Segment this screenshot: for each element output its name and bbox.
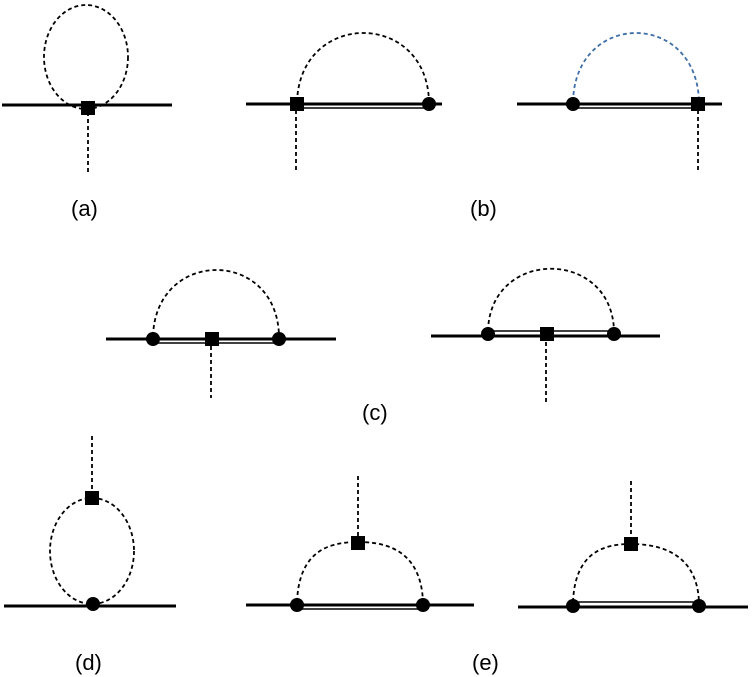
diagram-c-right-arc: [487, 268, 615, 332]
diagram-d-dot-vertex: [86, 597, 100, 611]
diagram-c-left-arc: [152, 269, 280, 337]
diagram-c-left-dot-vertex-1: [146, 332, 160, 346]
diagram-e-left-dot-vertex-1: [290, 598, 304, 612]
diagram-b-left-dot-vertex: [422, 97, 436, 111]
diagram-c-right-dot-vertex-1: [481, 327, 495, 341]
diagram-c-right-dot-vertex-2: [607, 327, 621, 341]
label-b: (b): [470, 196, 497, 221]
diagram-b-right-square-vertex: [691, 97, 705, 111]
diagram-a: [2, 4, 172, 172]
diagram-d-loop: [49, 497, 135, 605]
diagram-e-right: [518, 481, 748, 613]
diagram-e-right-dot-vertex-2: [692, 599, 706, 613]
diagram-e-right-dot-vertex-1: [566, 599, 580, 613]
diagram-b-left: [246, 32, 442, 173]
diagram-c-left: [106, 269, 336, 398]
diagram-e-left: [246, 476, 474, 612]
diagram-e-right-square-vertex: [624, 537, 638, 551]
diagram-b-right: [517, 32, 722, 173]
diagram-c-right: [431, 268, 660, 403]
diagram-e-left-dot-vertex-2: [416, 598, 430, 612]
diagram-d-square-vertex: [85, 491, 99, 505]
diagram-e-left-arc: [296, 541, 424, 603]
diagram-b-right-arc: [572, 32, 700, 103]
diagram-e-left-square-vertex: [351, 536, 365, 550]
diagram-e-right-arc: [572, 543, 700, 603]
diagram-a-square-vertex: [81, 101, 95, 115]
diagram-c-left-dot-vertex-2: [272, 332, 286, 346]
diagram-d: [4, 436, 176, 611]
label-a: (a): [71, 196, 98, 221]
label-d: (d): [75, 650, 102, 675]
diagram-c-left-square-vertex: [205, 332, 219, 346]
diagram-b-left-arc: [296, 32, 430, 103]
diagram-c-right-square-vertex: [540, 327, 554, 341]
diagram-b-left-square-vertex: [290, 97, 304, 111]
label-e: (e): [472, 650, 499, 675]
label-c: (c): [362, 400, 388, 425]
diagram-b-right-dot-vertex: [566, 97, 580, 111]
diagram-a-loop: [43, 4, 129, 110]
